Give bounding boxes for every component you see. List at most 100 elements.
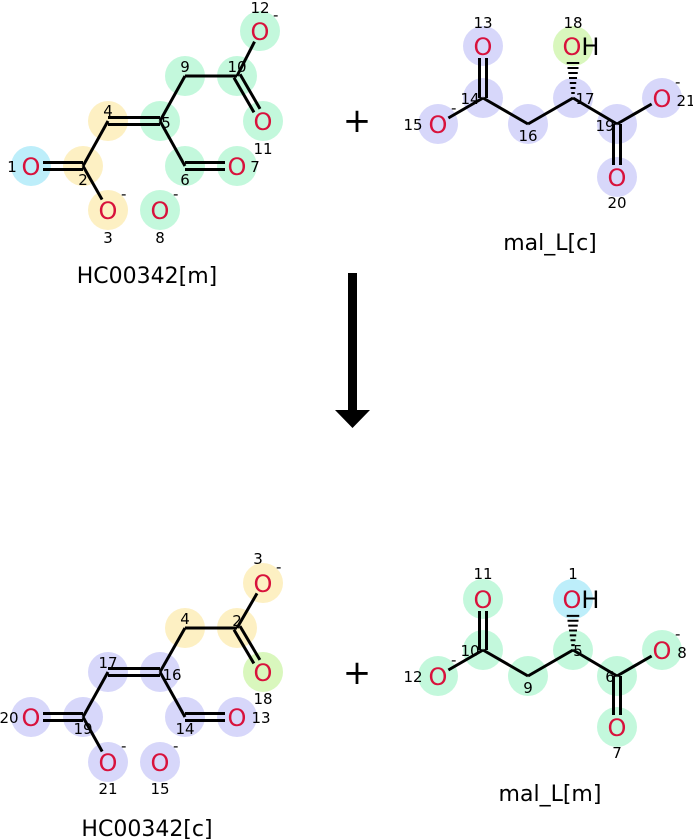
- bond: [158, 120, 187, 167]
- atom-highlight: [11, 146, 51, 186]
- atom-index: 17: [98, 654, 117, 672]
- atom-charge: -: [675, 625, 680, 643]
- bond: [81, 165, 104, 201]
- bond: [158, 75, 187, 122]
- atom-index: 9: [180, 58, 190, 76]
- bond: [185, 712, 225, 722]
- atom-element-label: OH: [563, 33, 600, 61]
- atom-highlight: [88, 742, 128, 782]
- atom-charge: -: [273, 6, 278, 24]
- bond: [527, 96, 574, 126]
- bond: [566, 614, 580, 647]
- atom-index: 2: [232, 612, 242, 630]
- atom-highlight: [597, 157, 637, 197]
- atom-charge: -: [173, 737, 178, 755]
- atom-index: 5: [161, 114, 171, 132]
- bond: [478, 58, 488, 98]
- bond: [185, 161, 225, 171]
- bond: [232, 73, 262, 114]
- atom-index: 18: [253, 690, 272, 708]
- atom-index: 6: [605, 668, 615, 686]
- atom-index: 21: [676, 92, 693, 110]
- atom-index: 6: [180, 171, 190, 189]
- bond: [612, 676, 622, 715]
- atom-index: 16: [162, 666, 181, 684]
- bond: [235, 41, 256, 77]
- atom-element-label: O: [22, 704, 41, 732]
- atom-index: 2: [78, 171, 88, 189]
- atom-index: 18: [563, 14, 582, 32]
- bond: [482, 648, 529, 678]
- atom-index: 15: [403, 116, 422, 134]
- atom-index: 3: [103, 229, 113, 247]
- bond: [572, 648, 618, 678]
- atom-element-label: O: [653, 637, 672, 665]
- atom-element-label: O: [151, 197, 170, 225]
- bond: [235, 592, 259, 629]
- atom-highlight: [642, 78, 682, 118]
- molecule-name-mal-l-m: mal_L[m]: [499, 782, 602, 807]
- atom-charge: -: [121, 737, 126, 755]
- atom-index: 8: [155, 229, 165, 247]
- atom-element-label: O: [228, 704, 247, 732]
- atom-highlight: [217, 697, 257, 737]
- atom-index: 16: [518, 127, 537, 145]
- atom-highlight: [240, 11, 280, 51]
- bond: [81, 716, 104, 753]
- bond: [616, 102, 653, 126]
- atom-index: 19: [595, 117, 614, 135]
- atom-highlight: [597, 707, 637, 747]
- atom-element-label: O: [254, 570, 273, 598]
- atom-index: 21: [98, 780, 117, 798]
- atom-element-label: O: [653, 85, 672, 113]
- bond: [108, 667, 160, 677]
- bond: [447, 96, 484, 120]
- atom-index: 14: [175, 720, 194, 738]
- atom-highlight: [140, 190, 180, 230]
- atom-highlight: [463, 26, 503, 66]
- plus-sign-top: +: [343, 101, 372, 141]
- atom-highlight: [217, 146, 257, 186]
- atom-index: 9: [523, 679, 533, 697]
- bond: [232, 625, 262, 665]
- atom-index: 1: [7, 158, 17, 176]
- bond: [482, 96, 529, 126]
- atom-element-label: O: [429, 663, 448, 691]
- atom-index: 11: [253, 140, 272, 158]
- bond: [43, 712, 83, 722]
- bond: [572, 96, 618, 126]
- atom-element-label: O: [608, 164, 627, 192]
- atom-highlight: [463, 579, 503, 619]
- atom-element-label: O: [99, 749, 118, 777]
- atom-charge: -: [675, 73, 680, 91]
- atom-index: 7: [612, 744, 622, 762]
- atom-index: 14: [460, 90, 479, 108]
- atom-highlight: [11, 697, 51, 737]
- atom-charge: -: [173, 185, 178, 203]
- atom-element-label: O: [608, 714, 627, 742]
- atom-index: 10: [227, 58, 246, 76]
- atom-charge: -: [451, 99, 456, 117]
- atom-index: 11: [473, 565, 492, 583]
- atom-charge: -: [451, 651, 456, 669]
- atom-index: 3: [253, 550, 263, 568]
- molecule-name-mal-l-c: mal_L[c]: [503, 231, 597, 256]
- atom-highlight: [88, 190, 128, 230]
- atom-highlight: [553, 579, 593, 619]
- atom-index: 12: [250, 0, 269, 17]
- atom-highlight: [140, 742, 180, 782]
- atom-index: 13: [251, 709, 270, 727]
- bond: [81, 120, 110, 167]
- reaction-arrow: [335, 273, 370, 428]
- atom-charge: -: [276, 558, 281, 576]
- atom-element-label: O: [474, 586, 493, 614]
- bond: [158, 627, 187, 673]
- atom-index: 7: [250, 158, 260, 176]
- atom-element-label: O: [429, 111, 448, 139]
- atom-index: 10: [460, 642, 479, 660]
- atom-index: 5: [573, 642, 583, 660]
- bond: [616, 654, 653, 678]
- atom-index: 1: [568, 565, 578, 583]
- atom-element-label: OH: [563, 586, 600, 614]
- bond: [478, 611, 488, 650]
